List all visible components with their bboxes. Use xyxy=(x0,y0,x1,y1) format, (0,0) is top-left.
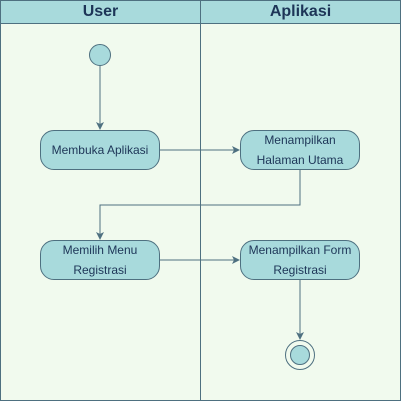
lane-aplikasi-header: Aplikasi xyxy=(200,0,401,24)
activity-show-register-form: Menampilkan Form Registrasi xyxy=(240,240,360,280)
end-node-core xyxy=(290,345,310,365)
end-node xyxy=(285,340,315,370)
activity-open-app: Membuka Aplikasi xyxy=(40,130,160,170)
activity-choose-register: Memilih Menu Registrasi xyxy=(40,240,160,280)
lane-user xyxy=(0,23,201,401)
activity-show-home: Menampilkan Halaman Utama xyxy=(240,130,360,170)
lane-user-header: User xyxy=(0,0,201,24)
start-node xyxy=(89,44,111,66)
